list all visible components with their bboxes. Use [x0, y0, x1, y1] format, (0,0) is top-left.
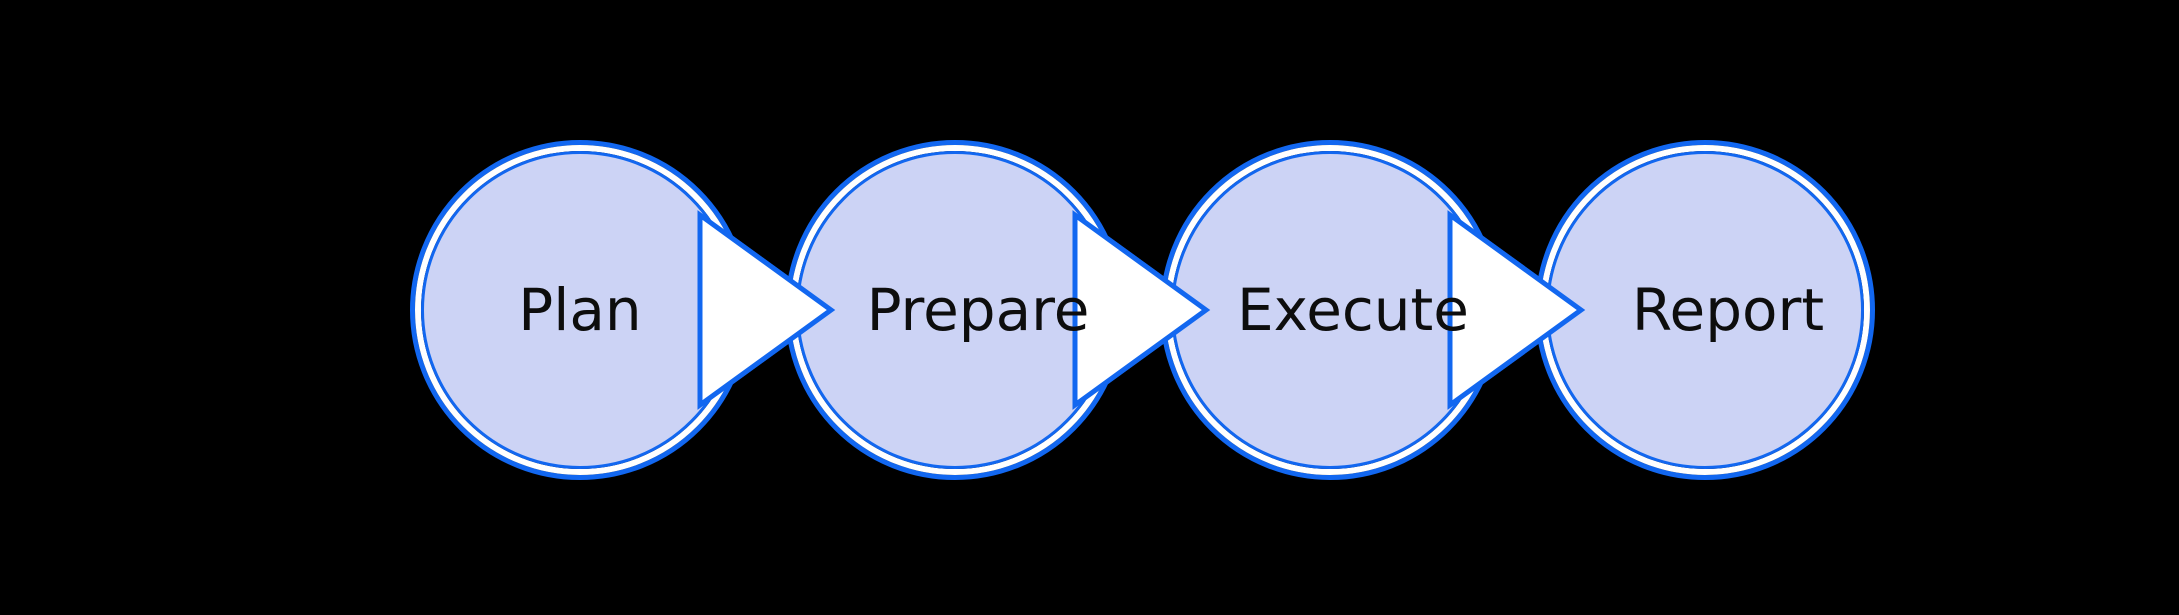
node-layer	[410, 140, 1875, 480]
connector-arrow-overlay-prepare-to-execute	[1072, 210, 1211, 410]
connector-arrow-overlay-plan-to-prepare	[697, 210, 836, 410]
label-layer: Plan Prepare Execute Report	[518, 276, 1824, 344]
node-label-plan: Plan	[518, 276, 641, 344]
node-label-execute: Execute	[1237, 276, 1469, 344]
node-label-prepare: Prepare	[867, 276, 1090, 344]
connector-overlay-layer	[697, 210, 1586, 410]
connector-arrow-overlay-execute-to-report	[1447, 210, 1586, 410]
node-label-report: Report	[1632, 276, 1824, 344]
